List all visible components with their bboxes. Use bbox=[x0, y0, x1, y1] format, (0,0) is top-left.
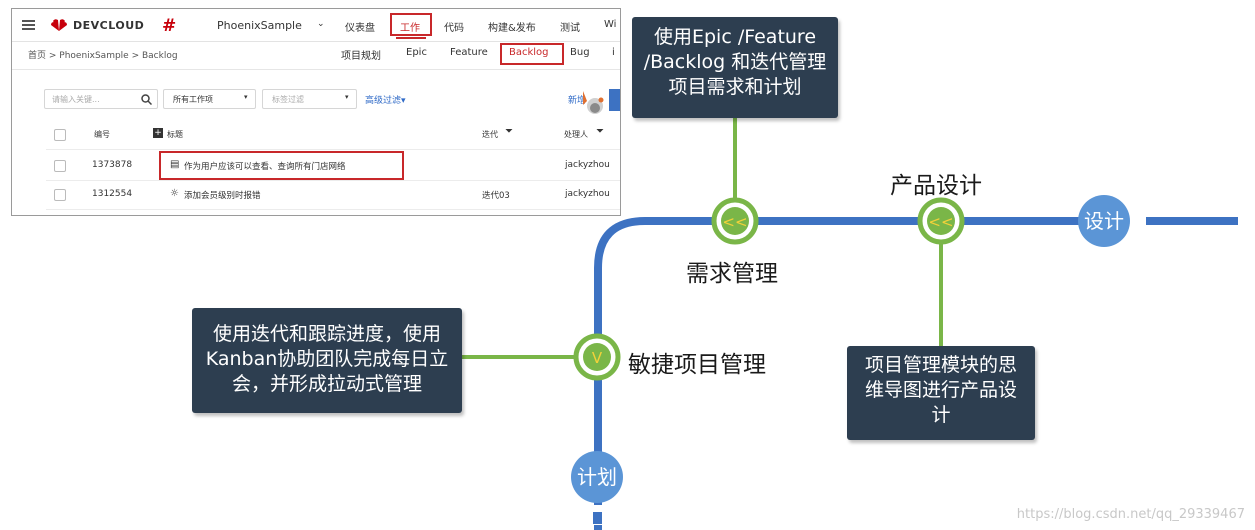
breadcrumb: 首页 > PhoenixSample > Backlog bbox=[28, 51, 178, 61]
col-id: 编号 bbox=[94, 130, 110, 139]
row-title[interactable]: 添加会员级别时报错 bbox=[184, 191, 261, 201]
tab-backlog[interactable]: Backlog bbox=[509, 47, 549, 58]
row-divider bbox=[46, 149, 620, 150]
nav-code[interactable]: 代码 bbox=[444, 23, 464, 34]
menu-icon[interactable] bbox=[22, 20, 35, 30]
nav-work[interactable]: 工作 bbox=[400, 23, 420, 34]
brand-name: DEVCLOUD bbox=[73, 19, 145, 32]
label-design: 产品设计 bbox=[890, 173, 982, 199]
nav-work-underline bbox=[396, 37, 426, 39]
divider bbox=[12, 69, 620, 70]
station-design-label: 设计 bbox=[1084, 209, 1124, 233]
row-title[interactable]: 作为用户应该可以查看、查询所有门店网络 bbox=[184, 162, 346, 172]
row-checkbox[interactable] bbox=[54, 160, 66, 172]
search-input[interactable]: 请输入关键... bbox=[44, 89, 158, 109]
row-iteration: 迭代03 bbox=[482, 191, 510, 201]
filter-icon[interactable]: ⏷ bbox=[505, 126, 513, 137]
new-button[interactable]: 新增 bbox=[568, 96, 587, 106]
filter-workitem-value: 所有工作项 bbox=[173, 95, 213, 104]
huawei-logo-icon bbox=[51, 19, 67, 31]
nav-build-release[interactable]: 构建&发布 bbox=[488, 23, 536, 34]
label-requirements: 需求管理 bbox=[686, 261, 778, 287]
row-divider bbox=[46, 209, 620, 210]
nav-test[interactable]: 测试 bbox=[560, 23, 580, 34]
row-id: 1312554 bbox=[92, 189, 133, 199]
tab-epic[interactable]: Epic bbox=[406, 47, 427, 58]
node-requirements: << bbox=[711, 197, 759, 245]
filter-workitem-select[interactable]: 所有工作项 ▾ bbox=[163, 89, 256, 109]
col-assignee: 处理人 bbox=[564, 130, 588, 139]
expand-all-icon[interactable]: + bbox=[153, 128, 163, 138]
station-design: 设计 bbox=[1078, 195, 1130, 247]
tab-backlog-highlight bbox=[500, 43, 564, 65]
select-all-checkbox[interactable] bbox=[54, 129, 66, 141]
bug-icon: ☼ bbox=[170, 188, 179, 199]
node-design-glyph: << bbox=[928, 213, 953, 231]
watermark: https://blog.csdn.net/qq_29339467 bbox=[1016, 507, 1245, 522]
node-requirements-glyph: << bbox=[722, 213, 747, 231]
main-track bbox=[594, 217, 1080, 530]
callout-agile: 使用迭代和跟踪进度，使用Kanban协助团队完成每日立会，并形成拉动式管理 bbox=[192, 308, 462, 413]
tab-planning[interactable]: 项目规划 bbox=[341, 51, 381, 62]
tab-feature[interactable]: Feature bbox=[450, 47, 488, 58]
node-agile: V bbox=[573, 333, 621, 381]
advanced-filter-link[interactable]: 高级过滤▾ bbox=[365, 96, 406, 106]
filter-tag-value: 标签过滤 bbox=[272, 95, 304, 104]
col-title: 标题 bbox=[167, 130, 183, 139]
station-plan-label: 计划 bbox=[577, 465, 617, 489]
devcloud-screenshot: DEVCLOUD # PhoenixSample ⌄ 仪表盘 工作 代码 构建&… bbox=[11, 8, 621, 216]
callout-requirements: 使用Epic /Feature /Backlog 和迭代管理项目需求和计划 bbox=[632, 17, 838, 118]
row-assignee: jackyzhou bbox=[565, 189, 610, 199]
tab-more[interactable]: i bbox=[612, 47, 615, 58]
row-divider bbox=[46, 180, 620, 181]
node-agile-glyph: V bbox=[592, 349, 603, 367]
filter-tag-select[interactable]: 标签过滤 ▾ bbox=[262, 89, 357, 109]
nav-wiki[interactable]: Wi bbox=[604, 19, 617, 30]
chevron-down-icon[interactable]: ⌄ bbox=[317, 19, 325, 29]
project-selector[interactable]: PhoenixSample bbox=[217, 19, 302, 32]
row-id: 1373878 bbox=[92, 160, 133, 170]
top-nav-bar: DEVCLOUD # PhoenixSample ⌄ 仪表盘 工作 代码 构建&… bbox=[12, 9, 620, 42]
node-design: << bbox=[917, 197, 965, 245]
new-button-block[interactable] bbox=[609, 89, 620, 111]
cursor-mascot-icon bbox=[583, 91, 604, 114]
station-plan: 计划 bbox=[571, 451, 623, 525]
label-agile: 敏捷项目管理 bbox=[628, 352, 766, 378]
project-hash-icon: # bbox=[162, 16, 177, 36]
row-highlight bbox=[159, 151, 404, 180]
tab-bug[interactable]: Bug bbox=[570, 47, 590, 58]
col-iteration: 迭代 bbox=[482, 130, 498, 139]
search-placeholder: 请输入关键... bbox=[52, 95, 100, 104]
caret-down-icon: ▾ bbox=[244, 93, 248, 101]
story-icon: ▤ bbox=[170, 159, 180, 170]
nav-work-highlight bbox=[390, 13, 432, 36]
row-assignee: jackyzhou bbox=[565, 160, 610, 170]
caret-down-icon: ▾ bbox=[345, 93, 349, 101]
filter-icon[interactable]: ⏷ bbox=[596, 126, 604, 137]
row-checkbox[interactable] bbox=[54, 189, 66, 201]
nav-dashboard[interactable]: 仪表盘 bbox=[345, 23, 375, 34]
search-icon[interactable] bbox=[141, 94, 152, 105]
callout-design: 项目管理模块的思维导图进行产品设计 bbox=[847, 346, 1035, 440]
